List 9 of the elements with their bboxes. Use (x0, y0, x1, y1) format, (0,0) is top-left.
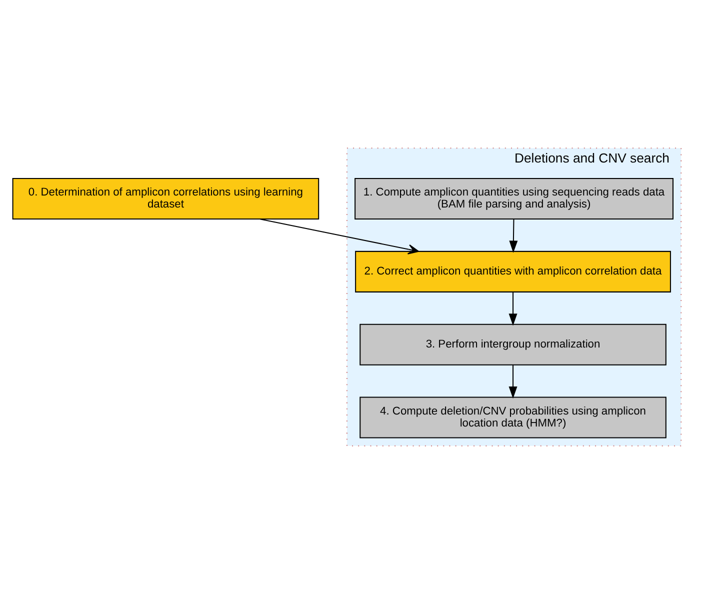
node-box: 3. Perform intergroup normalization (360, 323, 666, 365)
arrow (260, 218, 420, 254)
node-box: 2. Correct amplicon quantities with amplicon correlation data (355, 250, 671, 292)
arrow (509, 218, 518, 252)
node-box: 0. Determination of amplicon correlations using learning dataset (12, 178, 320, 220)
arrow (508, 292, 518, 326)
node-box: 4. Compute deletion/CNV probabilities using amplicon location data (HMM?) (360, 396, 666, 438)
node-box: 1. Compute amplicon quantities using sequencing reads data (BAM file parsing and analysis) (354, 178, 674, 220)
arrow (508, 364, 518, 398)
